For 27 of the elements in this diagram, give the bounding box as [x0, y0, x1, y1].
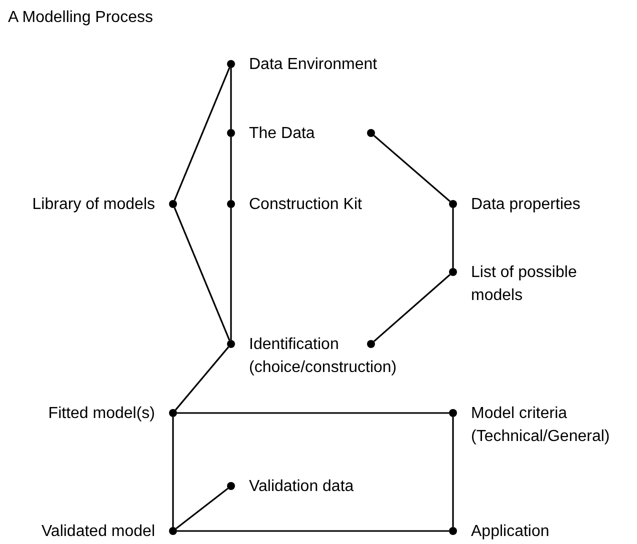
connector-line [230, 137, 232, 200]
connector-line [230, 208, 232, 340]
node-label: Fitted model(s) [48, 404, 155, 424]
connector-line [452, 208, 454, 268]
node-label: Validation data [249, 477, 354, 497]
node-label: Application [471, 522, 550, 542]
node-label: Identification (choice/construction) [249, 335, 398, 378]
connector-line [174, 207, 230, 341]
node-label: Validated model [41, 522, 155, 542]
node-label: Construction Kit [249, 195, 362, 215]
connector-line [452, 417, 454, 527]
node-label: The Data [249, 124, 315, 144]
connector-line [374, 135, 450, 202]
node-label: Model criteria (Technical/General) [471, 404, 611, 447]
connector-line [177, 530, 449, 532]
connector-line [177, 412, 449, 414]
connector-line [172, 417, 174, 527]
node-label: Data properties [471, 195, 580, 215]
connector-line [174, 346, 230, 410]
node-label: Library of models [32, 195, 155, 215]
connector-line [373, 274, 451, 342]
connector-line [230, 68, 232, 129]
node-label: Data Environment [249, 55, 378, 75]
diagram-title: A Modelling Process [8, 8, 153, 28]
connector-line [174, 67, 230, 201]
connector-line [176, 488, 228, 530]
node-label: List of possible models [471, 263, 578, 306]
